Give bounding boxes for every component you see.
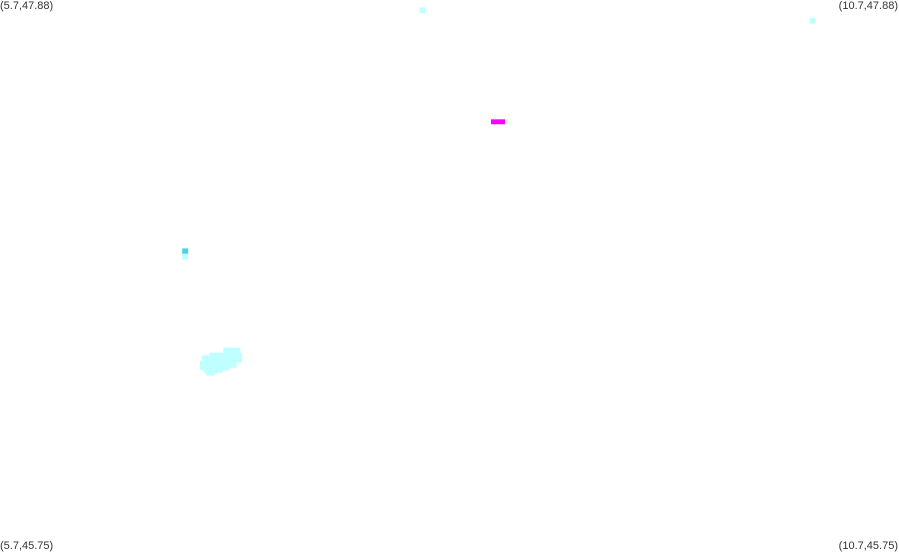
light_cyan-marker: [182, 253, 189, 260]
light_cyan-marker: [419, 7, 426, 14]
cluster-marker: [226, 357, 237, 368]
corner-label-bottom-right: (10.7,45.75): [838, 540, 898, 552]
cyan-marker: [182, 248, 189, 255]
corner-label-top-right: (10.7,47.88): [838, 0, 898, 12]
corner-label-top-left: (5.7,47.88): [0, 0, 54, 12]
magenta-marker: [491, 119, 505, 125]
cluster-marker: [230, 347, 241, 358]
light_cyan-marker: [809, 17, 816, 24]
corner-label-bottom-left: (5.7,45.75): [0, 540, 54, 552]
